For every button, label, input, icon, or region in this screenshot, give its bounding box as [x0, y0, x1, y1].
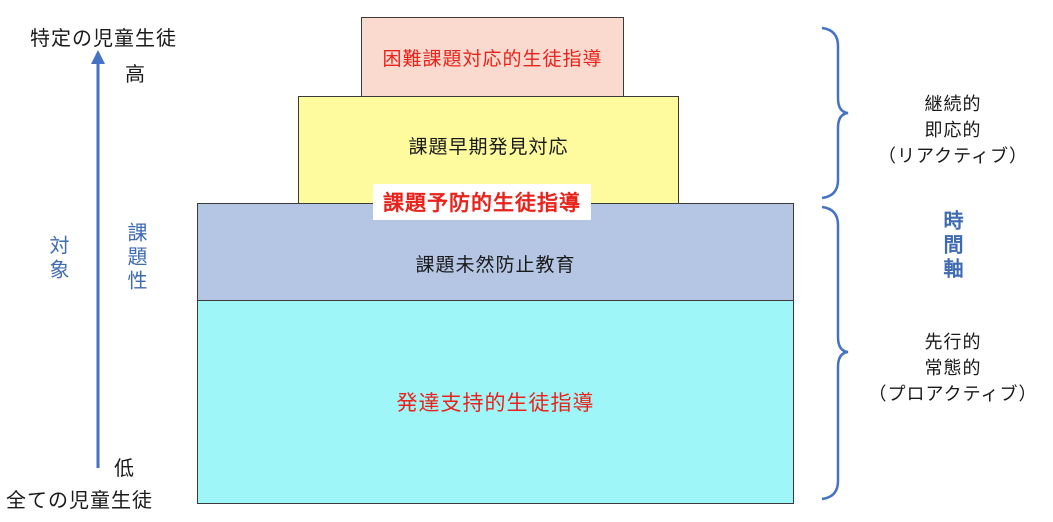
tier2-label: 課題早期発見対応 [408, 135, 569, 158]
target-label: 対象 [46, 235, 70, 283]
reactive-brace [821, 26, 849, 200]
tier1-box: 困難課題対応的生徒指導 [361, 17, 624, 97]
vertical-arrow [91, 50, 105, 468]
timeline-label: 時間軸 [940, 210, 964, 282]
proactive-line3: （プロアクティブ） [868, 384, 1038, 405]
proactive-label: 先行的 常態的 （プロアクティブ） [858, 330, 1048, 408]
low-label: 低 [114, 456, 135, 480]
proactive-line2: 常態的 [924, 358, 982, 379]
reactive-line1: 継続的 [924, 94, 982, 115]
reactive-label: 継続的 即応的 （リアクティブ） [858, 92, 1048, 170]
reactive-line2: 即応的 [924, 120, 982, 141]
reactive-line3: （リアクティブ） [877, 146, 1029, 167]
tier4-label: 発達支持的生徒指導 [396, 391, 595, 415]
proactive-line1: 先行的 [924, 332, 982, 353]
bottom-label: 全ての児童生徒 [6, 488, 153, 512]
high-label: 高 [125, 62, 146, 86]
issue-label: 課題性 [124, 222, 148, 294]
tier2-overlay-label: 課題予防的生徒指導 [373, 184, 591, 220]
arrow-head [91, 50, 105, 64]
proactive-brace [821, 205, 849, 501]
tier1-label: 困難課題対応的生徒指導 [382, 47, 603, 70]
tier3-label: 課題未然防止教育 [415, 253, 576, 276]
tier4-box: 発達支持的生徒指導 [197, 300, 794, 504]
top-label: 特定の児童生徒 [30, 26, 177, 50]
